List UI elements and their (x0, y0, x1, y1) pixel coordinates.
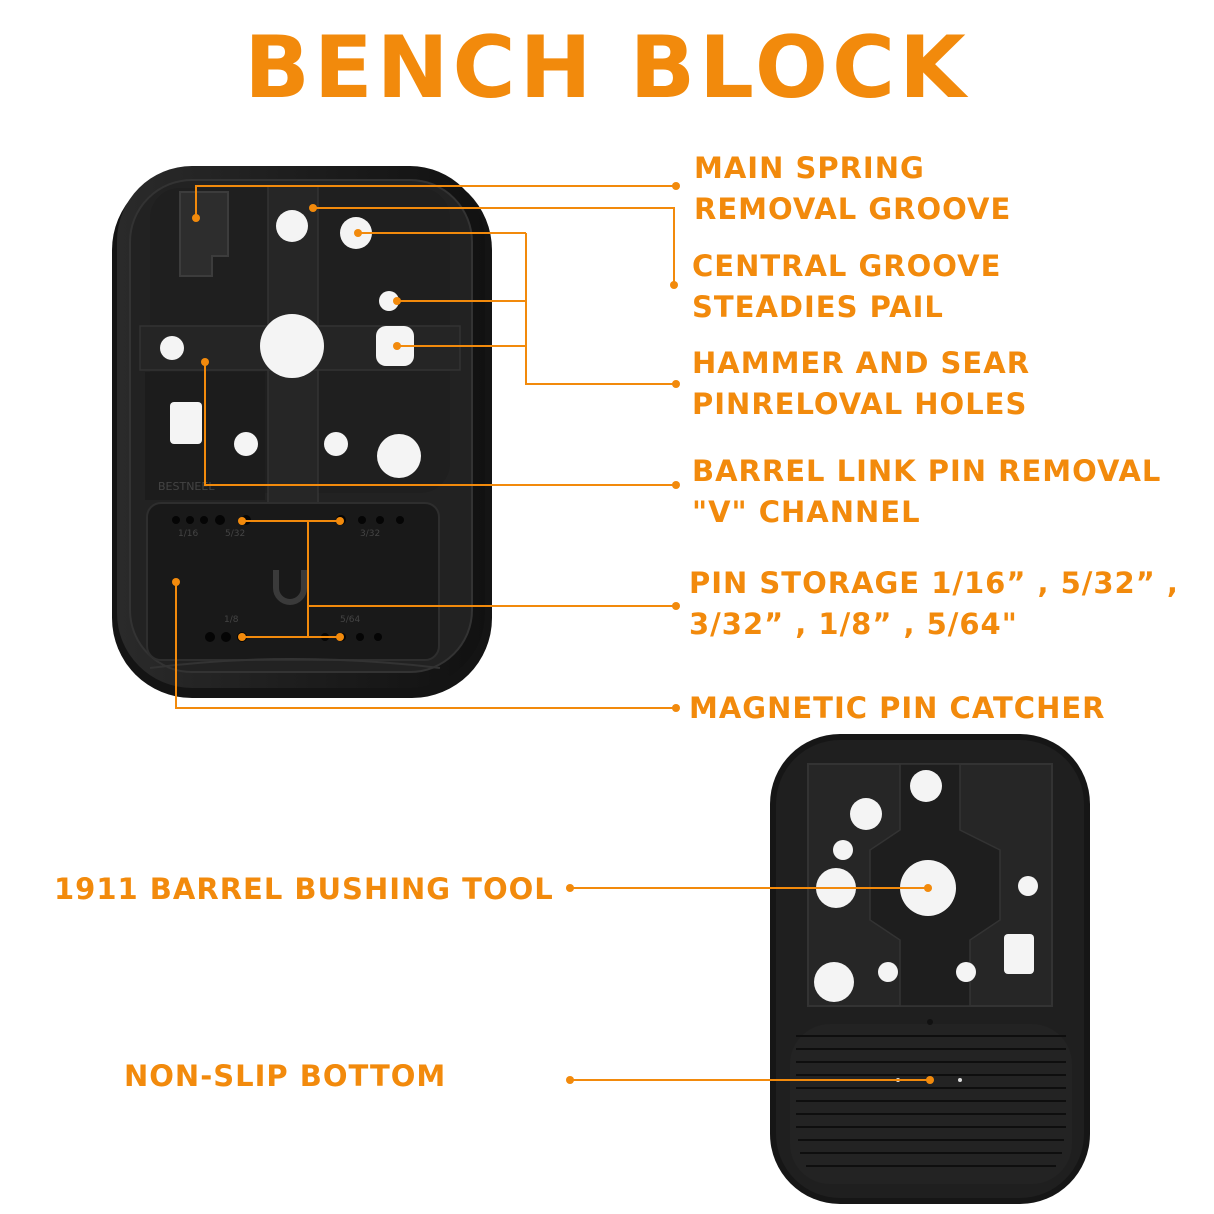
size-emboss-c: 3/32 (360, 529, 380, 539)
label-barrel-link-line2: "V" CHANNEL (692, 495, 921, 529)
label-pin-storage-line1: PIN STORAGE 1/16” , 5/32” , (689, 566, 1179, 600)
b-hole-7 (878, 962, 898, 982)
brand-emboss: BESTNEEL (158, 480, 215, 493)
leader-magnetic (175, 582, 676, 709)
page-title: BENCH BLOCK (244, 18, 970, 118)
rim-edge (149, 658, 441, 669)
hole-hammer-2 (379, 291, 399, 311)
label-main-spring-line2: REMOVAL GROOVE (694, 192, 1012, 226)
non-slip-ridges (796, 1035, 1066, 1167)
leader-central-groove (313, 207, 675, 285)
leader-hammer-main (525, 233, 676, 385)
b-hole-8 (956, 962, 976, 982)
hole-small-2 (324, 432, 348, 456)
leader-lines (175, 185, 930, 1081)
b-pin (927, 1019, 933, 1025)
label-hammer-sear-line2: PINRELOVAL HOLES (692, 387, 1028, 421)
size-emboss-a: 1/16 (178, 529, 198, 539)
hole-medium-right (377, 434, 421, 478)
label-hammer-sear-line1: HAMMER AND SEAR (692, 346, 1031, 380)
b-hole-2 (850, 798, 882, 830)
non-slip-pad (790, 1024, 1072, 1184)
hole-barrel-link (160, 336, 184, 360)
slot-left (170, 402, 202, 444)
main-spring-groove (179, 191, 229, 277)
leader-main-spring (195, 185, 676, 218)
label-barrel-link-line1: BARREL LINK PIN REMOVAL (692, 454, 1162, 488)
leader-pin-left (242, 520, 309, 638)
hole-small-1 (234, 432, 258, 456)
label-central-groove-line2: STEADIES PAIL (692, 290, 944, 324)
b-hole-3 (833, 840, 853, 860)
label-central-groove-line1: CENTRAL GROOVE (692, 249, 1002, 283)
b-hole-6 (814, 962, 854, 1002)
size-emboss-b: 5/32 (225, 529, 245, 539)
label-barrel-bushing-tool: 1911 BARREL BUSHING TOOL (54, 872, 554, 906)
leader-barrel-link (204, 362, 676, 486)
b-slot (1004, 934, 1034, 974)
hole-top (276, 210, 308, 242)
size-emboss-e: 5/64 (340, 615, 360, 625)
leader-dots (172, 182, 934, 1084)
label-magnetic-pin-catcher: MAGNETIC PIN CATCHER (689, 691, 1106, 725)
bench-block-bottom-view (770, 734, 1090, 1204)
bench-block-top-view: BESTNEEL 1/16 5/32 3/32 1/8 5/64 (112, 166, 492, 698)
b-hole-5 (1018, 876, 1038, 896)
size-emboss-d: 1/8 (224, 615, 239, 625)
magnet-icon (273, 570, 307, 605)
label-non-slip-bottom: NON-SLIP BOTTOM (124, 1059, 447, 1093)
b-dot-2 (958, 1078, 962, 1082)
label-main-spring-line1: MAIN SPRING (694, 151, 925, 185)
label-pin-storage-line2: 3/32” , 1/8” , 5/64" (689, 607, 1018, 641)
hole-center-large (260, 314, 324, 378)
b-hole-1 (910, 770, 942, 802)
